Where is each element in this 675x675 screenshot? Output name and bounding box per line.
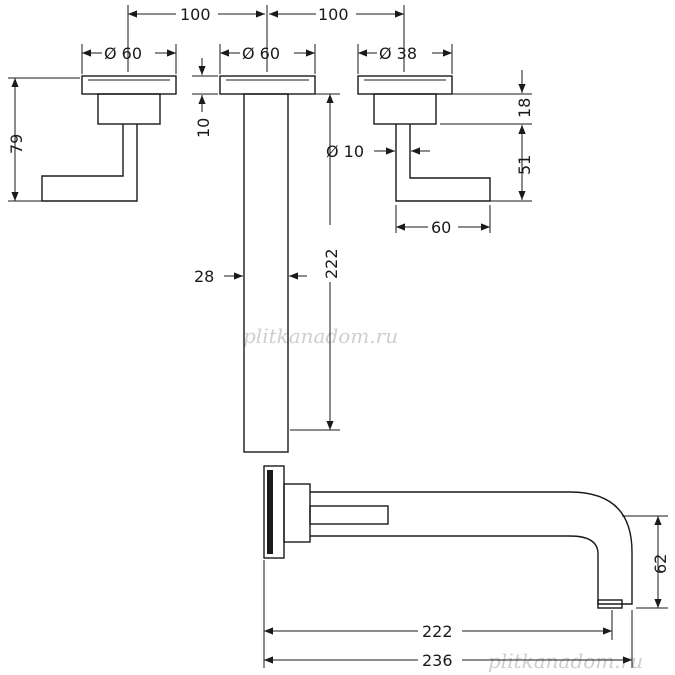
dim-spacing-left: 100	[180, 5, 211, 24]
dim-pipe-length: 222	[322, 248, 341, 279]
dim-222-vertical: 222	[290, 93, 341, 431]
dim-222-horizontal: 222 236	[263, 560, 633, 670]
rosette-diameter-dimensions: Ø 60 Ø 60 Ø 38	[81, 44, 453, 74]
dim-pipe-width: 28	[194, 267, 214, 286]
dim-right-lever-height: 51	[515, 155, 534, 175]
dim-79: 79	[7, 77, 80, 202]
dim-spout-height: 62	[651, 554, 670, 574]
dim-dia-left: Ø 60	[104, 44, 142, 63]
dim-18-51: 18 51	[440, 70, 534, 202]
dim-height-handle: 79	[7, 134, 26, 154]
dim-spout-total: 236	[422, 651, 453, 670]
dim-lever-diameter: Ø 10	[326, 142, 364, 161]
dim-dia-10: Ø 10	[326, 142, 430, 161]
dim-10: 10	[192, 58, 218, 138]
dim-60-lever: 60	[395, 205, 491, 237]
dim-plate-thickness: 10	[194, 118, 213, 138]
dim-dia-center: Ø 60	[242, 44, 280, 63]
dim-62: 62	[622, 515, 670, 609]
top-spacing-dimensions: 100 100	[127, 5, 405, 72]
center-body	[219, 75, 316, 453]
dim-spout-projection: 222	[422, 622, 453, 641]
watermark-bottom: plitkanadom.ru	[488, 649, 643, 673]
dim-right-top-height: 18	[515, 98, 534, 118]
right-handle	[357, 75, 491, 202]
dim-spacing-right: 100	[318, 5, 349, 24]
spout-side-view	[263, 465, 633, 609]
left-handle	[41, 75, 177, 202]
watermark-center: plitkanadom.ru	[243, 324, 398, 348]
dim-28: 28	[194, 267, 307, 286]
dim-lever-length: 60	[431, 218, 451, 237]
dim-dia-right: Ø 38	[379, 44, 417, 63]
